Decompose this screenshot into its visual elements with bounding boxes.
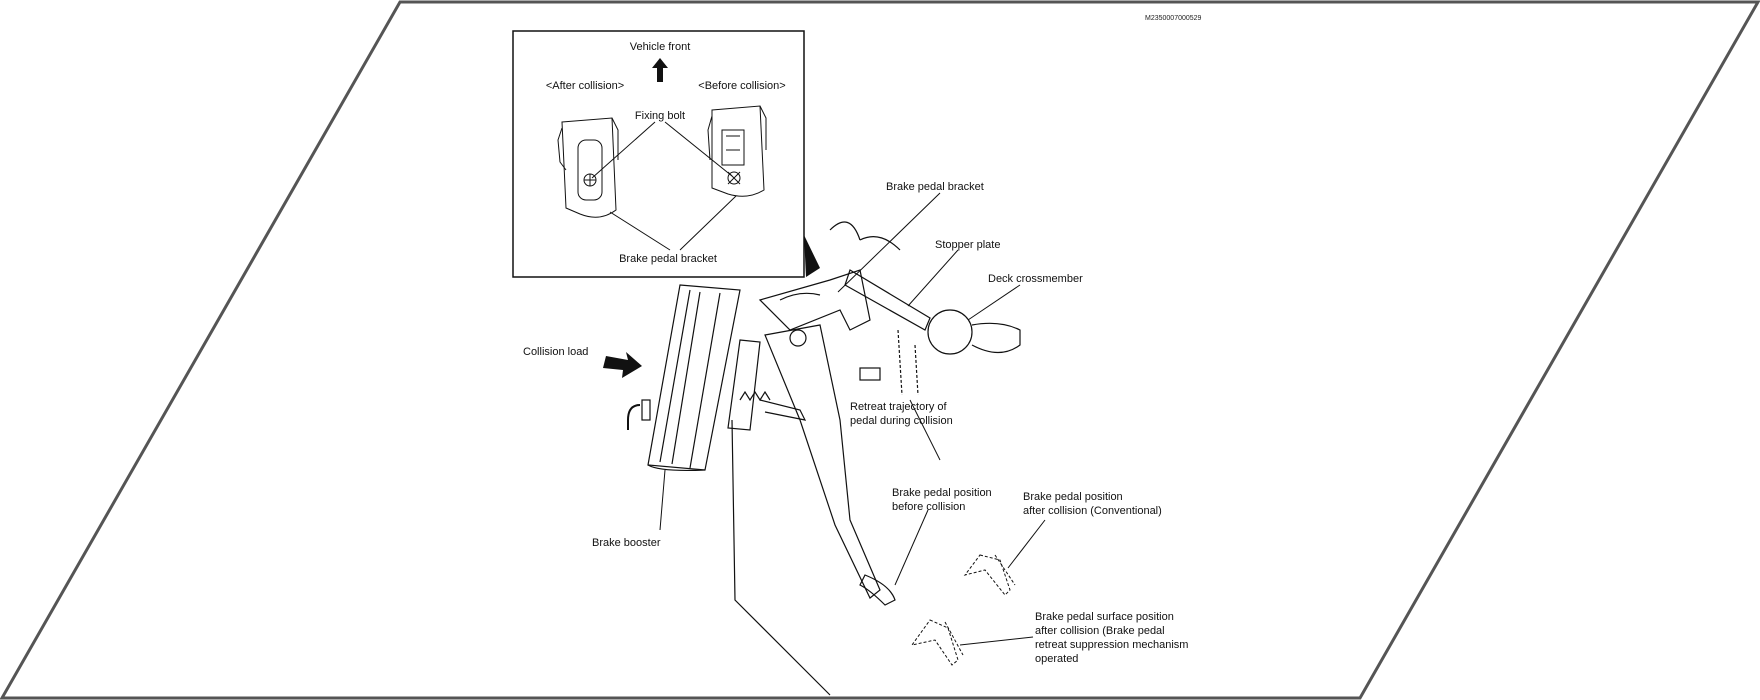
- callout-surface-line2: after collision (Brake pedal: [1035, 625, 1165, 637]
- callout-surface-line3: retreat suppression mechanism: [1035, 639, 1188, 651]
- bracket-before-collision: [707, 105, 767, 197]
- inset-box: Vehicle front <After collision> <Before …: [512, 30, 805, 278]
- pedal-pos-suppression: [910, 619, 964, 666]
- collision-load-arrow-icon: [603, 352, 642, 378]
- after-collision-label: <After collision>: [546, 80, 624, 92]
- fixing-bolt-label: Fixing bolt: [635, 110, 685, 122]
- pedal-assembly: [627, 221, 1021, 696]
- before-collision-label: <Before collision>: [698, 80, 785, 92]
- bracket-after-collision: [557, 117, 619, 218]
- callout-retreat-line2: pedal during collision: [850, 415, 953, 427]
- pedal-pos-conventional: [963, 554, 1016, 596]
- callout-pos-after-line1: Brake pedal position: [1023, 491, 1123, 503]
- inset-bracket-label: Brake pedal bracket: [619, 253, 717, 265]
- callout-surface-line4: operated: [1035, 653, 1078, 665]
- callout-brake-booster: Brake booster: [592, 537, 661, 549]
- stopper-plate: [844, 269, 931, 331]
- callout-collision-load: Collision load: [523, 346, 588, 358]
- deck-crossmember: [927, 309, 973, 355]
- callout-leaders: [659, 192, 1046, 646]
- callout-pos-before-line2: before collision: [892, 501, 965, 513]
- callout-pos-after-line2: after collision (Conventional): [1023, 505, 1162, 517]
- inset-pointer: [804, 235, 820, 277]
- inset-leaders: [591, 121, 737, 251]
- callout-deck-crossmember: Deck crossmember: [988, 273, 1083, 285]
- callout-surface-line1: Brake pedal surface position: [1035, 611, 1174, 623]
- callout-stopper-plate: Stopper plate: [935, 239, 1000, 251]
- callout-brake-pedal-bracket: Brake pedal bracket: [886, 181, 984, 193]
- vehicle-front-arrow-icon: [652, 58, 668, 82]
- callout-pos-before-line1: Brake pedal position: [892, 487, 992, 499]
- vehicle-front-label: Vehicle front: [630, 41, 691, 53]
- figure-code: M2350007000529: [1145, 15, 1202, 22]
- callout-retreat-line1: Retreat trajectory of: [850, 401, 948, 413]
- pedal-arm: [764, 324, 881, 599]
